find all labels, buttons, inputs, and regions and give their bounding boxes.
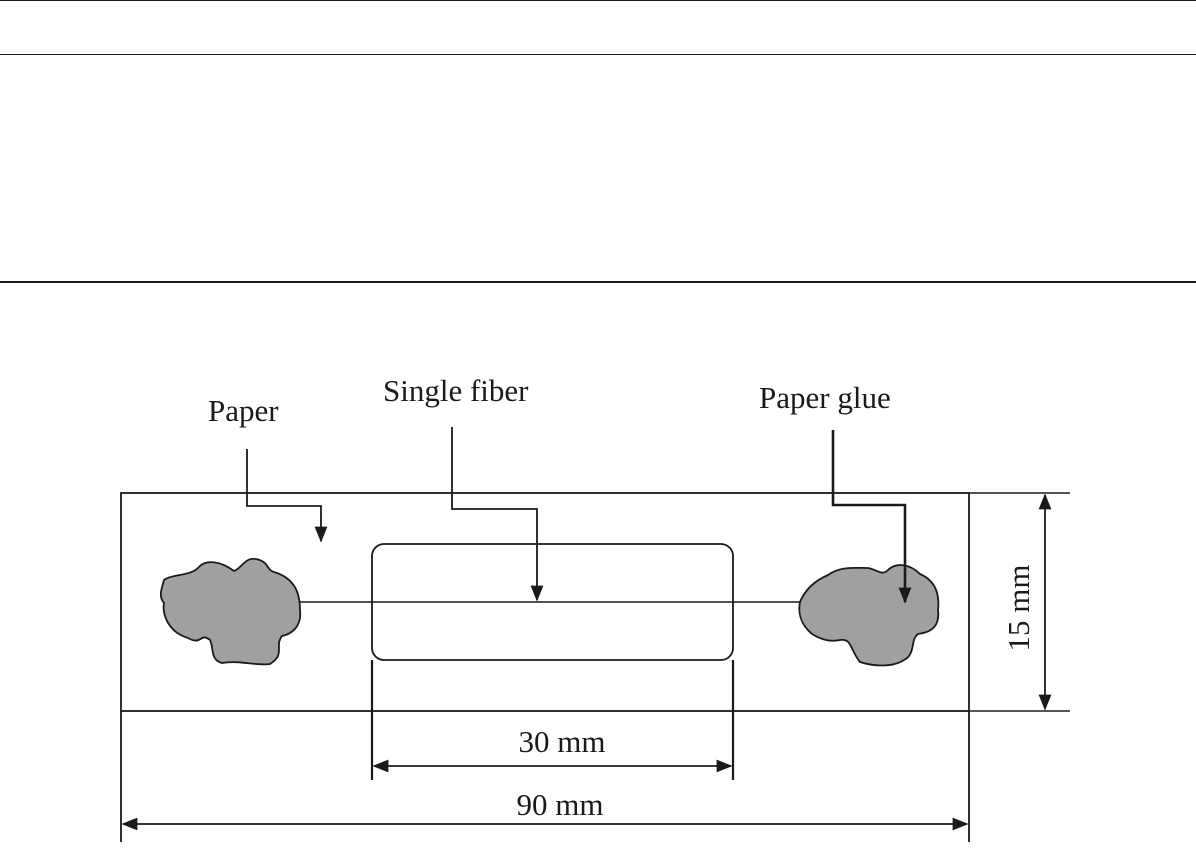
label-paper-glue: Paper glue xyxy=(759,380,891,415)
paper-frame xyxy=(120,492,970,712)
top-rule-2 xyxy=(0,54,1196,55)
top-rule-3 xyxy=(0,281,1196,283)
glue-leader xyxy=(831,430,912,604)
label-window-length: 30 mm xyxy=(519,724,606,759)
glue-blob-right xyxy=(798,564,940,667)
label-total-length: 90 mm xyxy=(517,787,604,822)
fiber-leader xyxy=(451,427,544,602)
label-height: 15 mm xyxy=(1001,565,1036,652)
label-single-fiber: Single fiber xyxy=(383,373,529,408)
window-cutout xyxy=(371,543,734,661)
paper-leader xyxy=(246,449,328,543)
top-rule-1 xyxy=(0,0,1196,1)
glue-blob-left xyxy=(159,557,302,666)
label-paper: Paper xyxy=(208,393,279,428)
